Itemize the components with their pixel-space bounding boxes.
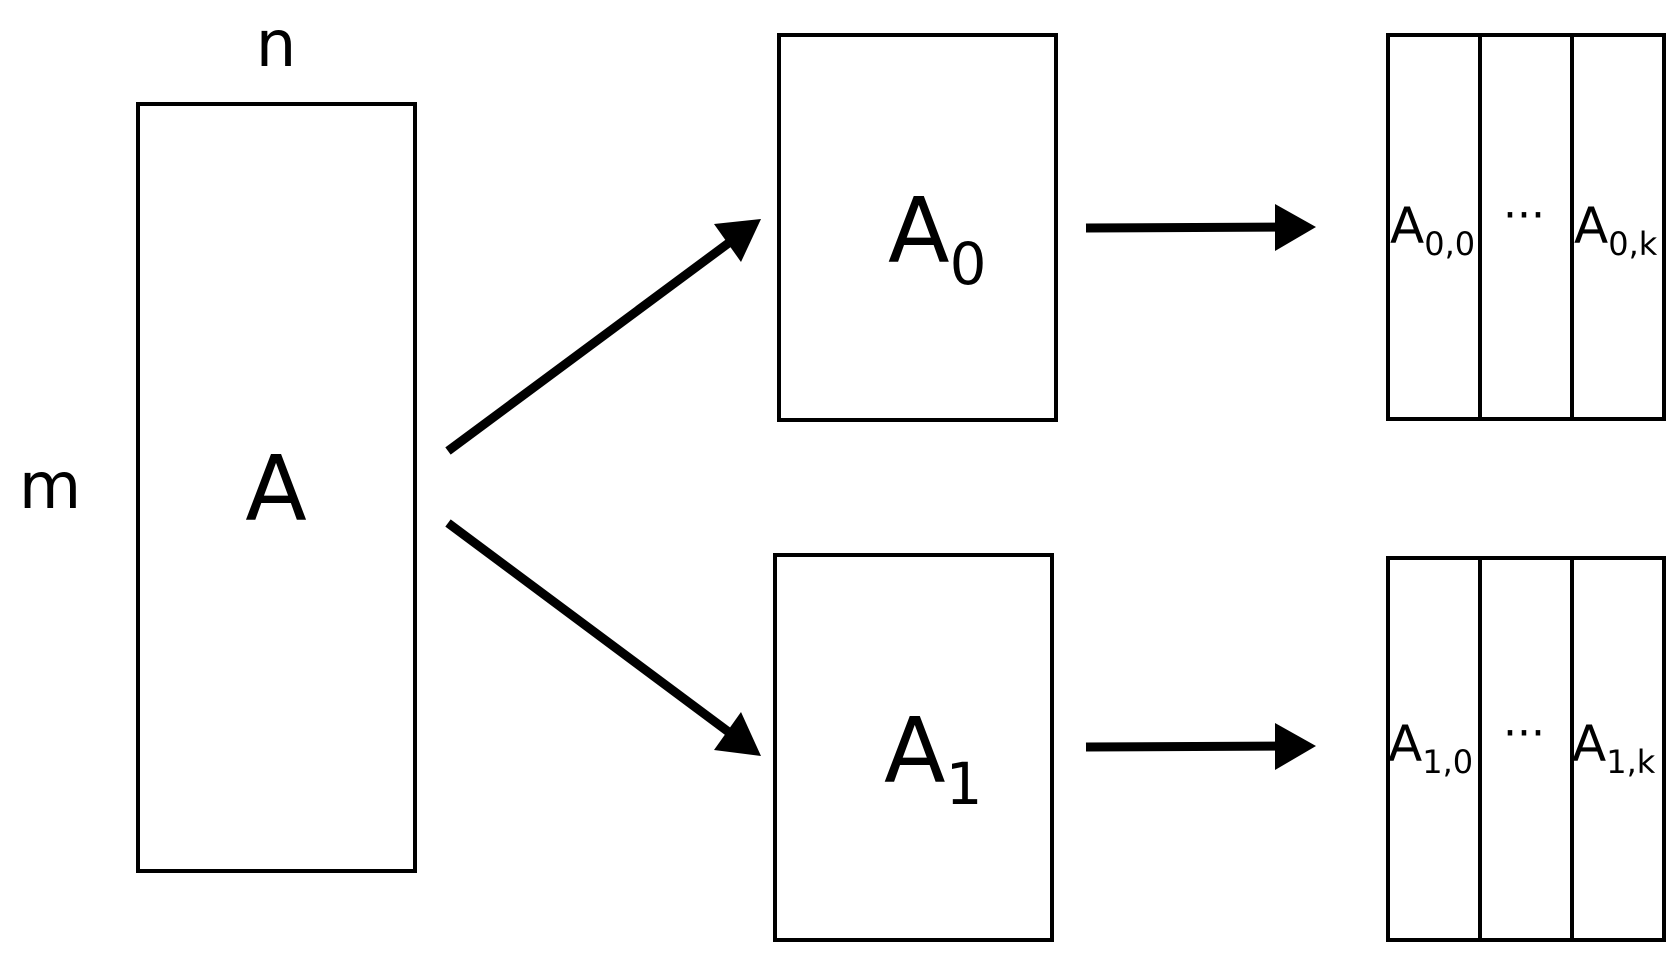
matrix-a1-name: A xyxy=(884,699,946,804)
block-a1k-label: A1,k xyxy=(1572,715,1656,781)
block-a0k-label: A0,k xyxy=(1574,197,1658,263)
block-a0k-subscript: 0,k xyxy=(1608,225,1658,263)
matrix-a1-box xyxy=(773,553,1054,942)
blocks-a0-ellipsis: ··· xyxy=(1503,190,1545,241)
block-a10-label: A1,0 xyxy=(1388,715,1473,781)
matrix-a0-subscript: 0 xyxy=(950,230,987,298)
matrix-a0-name: A xyxy=(888,179,950,284)
arrow-a1-to-blocks-head xyxy=(1275,723,1316,770)
blocks-a0-outer xyxy=(1386,33,1666,421)
arrow-a1-to-blocks xyxy=(1085,741,1291,752)
block-a0k-name: A xyxy=(1574,197,1608,255)
rows-label: m xyxy=(19,450,81,524)
block-a1k-subscript: 1,k xyxy=(1606,743,1656,781)
matrix-a0-box xyxy=(777,33,1058,422)
arrow-a0-to-blocks xyxy=(1085,222,1291,233)
blocks-a1-outer xyxy=(1386,556,1666,942)
arrow-a-to-a1-head xyxy=(714,712,761,756)
arrow-a-to-a0 xyxy=(445,238,733,455)
block-a1k-name: A xyxy=(1572,715,1606,773)
arrow-a0-to-blocks-head xyxy=(1275,204,1316,251)
block-a00-label: A0,0 xyxy=(1390,197,1475,263)
block-a00-name: A xyxy=(1390,197,1424,255)
matrix-a-box xyxy=(136,102,417,873)
arrow-a-to-a0-head xyxy=(714,219,761,262)
block-a10-subscript: 1,0 xyxy=(1422,743,1473,781)
matrix-a1-label: A1 xyxy=(884,699,982,818)
arrow-a-to-a1 xyxy=(445,519,733,737)
matrix-a1-subscript: 1 xyxy=(946,750,983,818)
block-a00-subscript: 0,0 xyxy=(1424,225,1475,263)
block-a10-name: A xyxy=(1388,715,1422,773)
blocks-a1-ellipsis: ··· xyxy=(1503,708,1545,759)
cols-label: n xyxy=(256,8,297,82)
matrix-a0-label: A0 xyxy=(888,179,986,298)
matrix-a-label: A xyxy=(245,437,307,542)
